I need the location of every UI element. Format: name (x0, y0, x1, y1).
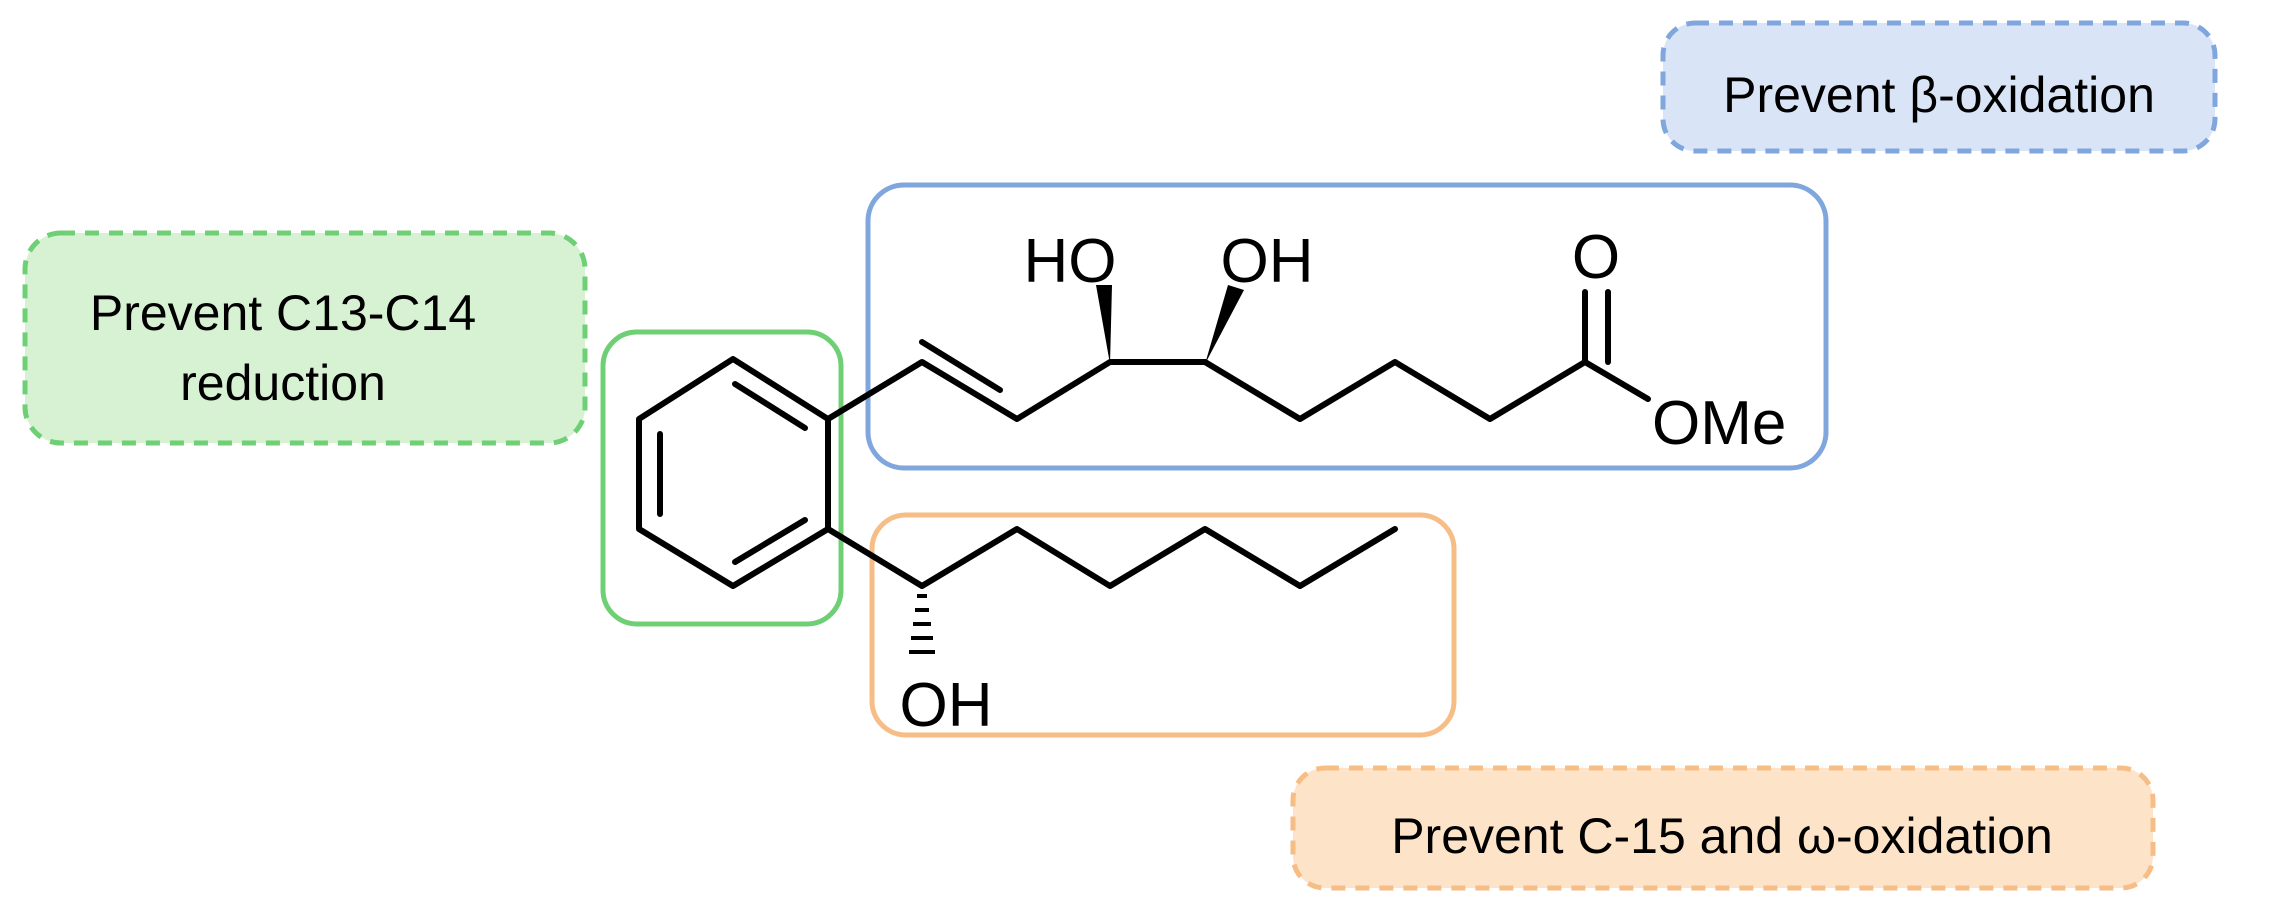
benzene-inner-bond-1 (732, 381, 808, 431)
molecule-structure (636, 285, 1651, 654)
c15-oxidation-label: Prevent C-15 and ω-oxidation (1391, 808, 2053, 864)
trans-double-bond (919, 339, 1003, 393)
oh-right-label: OH (1221, 227, 1314, 296)
upper-chain (825, 359, 1208, 422)
oh-bottom-label: OH (900, 671, 993, 740)
c13-reduction-callout (22, 230, 588, 446)
wedge-bond-left (1096, 285, 1112, 364)
beta-oxidation-label: Prevent β-oxidation (1723, 67, 2155, 123)
benzene-ring (636, 356, 831, 589)
ho-left-label: HO (1024, 227, 1117, 296)
c15-oxidation-callout (1290, 765, 2156, 891)
omega-chain-highlight (869, 512, 1457, 738)
beta-oxidation-callout (1660, 20, 2218, 154)
ome-label: OMe (1652, 389, 1786, 458)
hashed-bond (909, 594, 935, 654)
lower-chain (825, 526, 1398, 589)
ester-chain (1202, 359, 1588, 422)
ester-o-bond (1582, 359, 1651, 402)
benzene-ring-highlight (600, 329, 844, 627)
c13-reduction-label-line2: reduction (180, 355, 386, 411)
carbonyl-o-label: O (1572, 223, 1620, 292)
side-chain-highlight (865, 182, 1829, 471)
benzene-inner-bond-3 (732, 517, 808, 565)
c13-reduction-label-line1: Prevent C13-C14 (90, 285, 476, 341)
wedge-bond-right (1205, 285, 1244, 364)
